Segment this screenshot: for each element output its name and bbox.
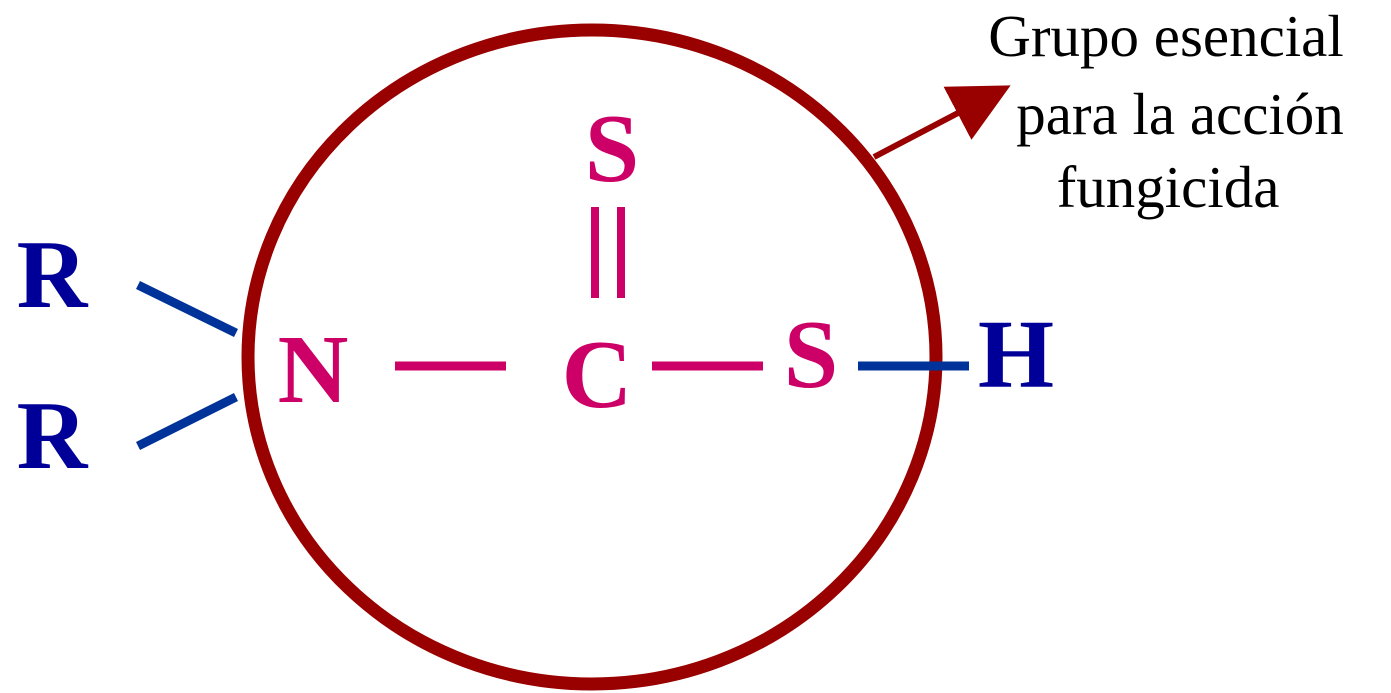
annotation-arrow (872, 85, 1011, 160)
atom-carbon: C (562, 321, 633, 429)
essential-group-ring (241, 23, 943, 691)
bond-r-bottom-n (135, 392, 239, 451)
double-bond-c-s (591, 207, 625, 298)
caption-line-1: Grupo esencial (988, 3, 1344, 69)
atom-r-bottom: R (17, 382, 89, 490)
atom-r-top: R (17, 221, 89, 329)
caption-line-2: para la acción (1016, 81, 1344, 147)
atom-hydrogen: H (978, 301, 1054, 409)
caption-line-3: fungicida (1057, 154, 1280, 220)
atom-nitrogen: N (278, 316, 349, 424)
atom-sulfur-top: S (585, 95, 640, 203)
annotation-caption: Grupo esencial para la acción fungicida (988, 3, 1344, 220)
atom-sulfur-right: S (784, 301, 839, 409)
bond-r-top-n (136, 280, 238, 338)
